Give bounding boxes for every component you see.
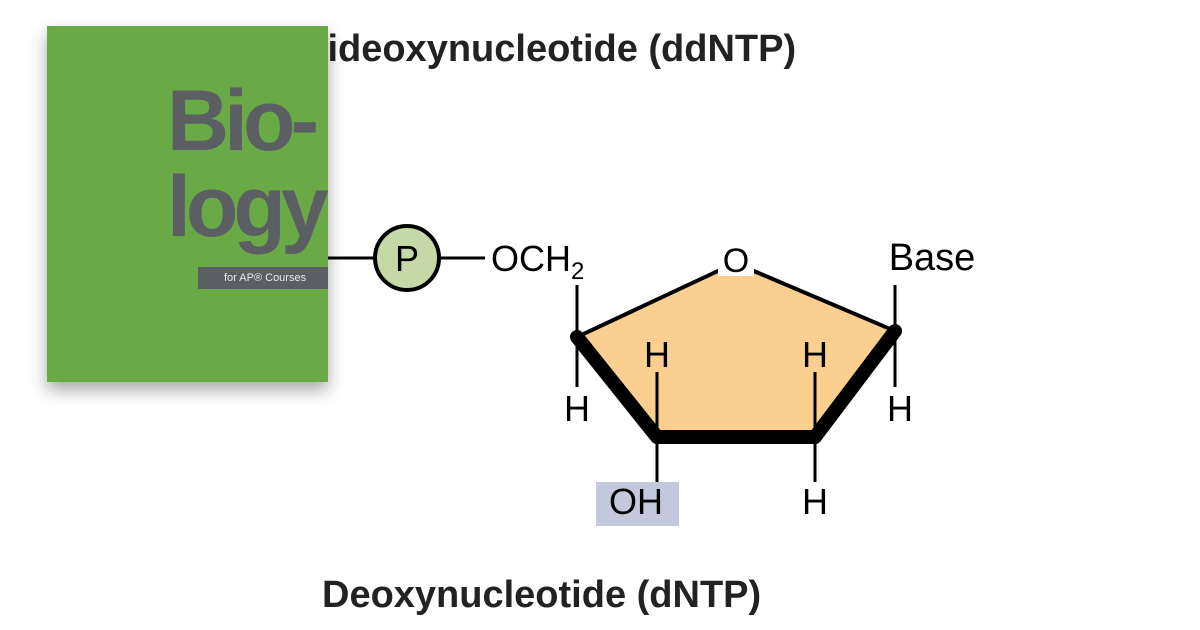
och2-text: OCH [491,238,571,279]
ring-oxygen-label: O [723,242,749,280]
c3-upper-hydrogen-label: H [644,334,670,375]
dntp-title: Deoxynucleotide (dNTP) [322,574,762,616]
c2-lower-hydrogen-label: H [802,481,828,522]
base-label: Base [889,237,976,279]
phosphate-circle [373,224,441,292]
hydroxyl-label: OH [609,481,663,522]
book-title-line1: Bio- [167,73,319,169]
och2-label: OCH2 [491,238,584,285]
phosphate-label: P [395,238,419,279]
book-cover: Bio- logy for AP® Courses [47,26,328,382]
sugar-ring [575,261,897,439]
ring-oxygen-background [718,242,754,276]
och2-subscript: 2 [571,258,584,285]
book-subtitle-badge: for AP® Courses [198,267,328,289]
book-title-line2: logy [167,159,328,255]
c1-hydrogen-label: H [887,388,913,429]
c5-hydrogen-label: H [564,388,590,429]
ddntp-title: Dideoxynucleotide (ddNTP) [300,28,797,70]
ring-front-bond [570,324,902,444]
c2-upper-hydrogen-label: H [802,334,828,375]
hydroxyl-highlight [596,482,679,526]
